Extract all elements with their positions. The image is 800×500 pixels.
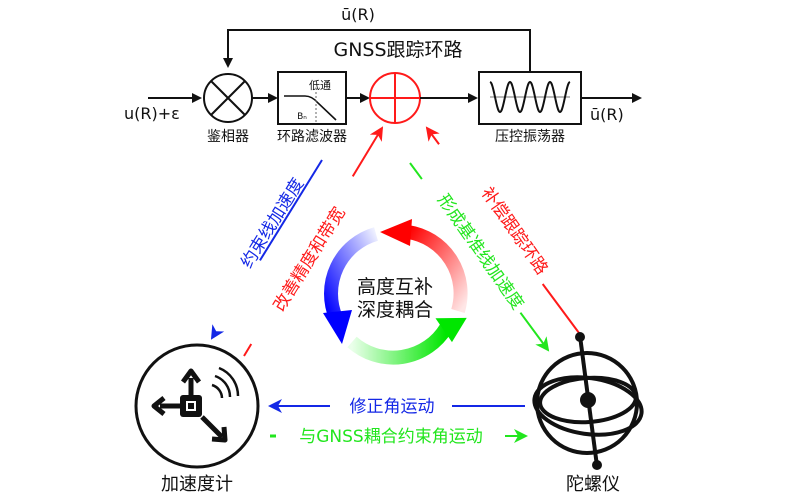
red-cycle-arc [406,225,468,313]
center-label-line2: 深度耦合 [357,299,433,321]
phase-detector-label: 鉴相器 [207,129,249,145]
loop-filter-label: 环路滤波器 [277,129,347,145]
gyroscope: 陀螺仪 [532,332,644,495]
bottom-links: 修正角运动 与GNSS耦合约束角运动 [268,397,528,447]
vco: 压控振荡器 [478,71,582,145]
gyroscope-label: 陀螺仪 [566,474,620,495]
input-label: u(R)+ε [124,104,180,123]
red-link-left [243,126,384,357]
accelerometer: 加速度计 [134,343,260,495]
green-link-right [409,162,550,352]
accelerometer-icon [151,366,240,443]
sine-wave-icon [489,80,571,114]
bandwidth-label: Bₙ [297,112,307,122]
loop-filter: 低通 Bₙ 环路滤波器 [277,71,347,145]
loop-title: GNSS跟踪环路 [333,39,462,61]
blue-cycle-arrowhead [323,310,352,344]
green-cycle-arc [347,324,452,365]
phase-detector: 鉴相器 [203,73,253,145]
blue-link-left [210,159,323,340]
vco-label: 压控振荡器 [495,129,565,145]
summing-junction [369,72,421,124]
red-link-right [425,126,583,338]
red-cycle-arrowhead [380,219,412,246]
feedback-label: ū(R) [341,5,375,24]
lowpass-curve-icon [284,95,337,121]
gnss-tracking-loop: ū(R) GNSS跟踪环路 u(R)+ε 鉴相器 低通 Bₙ 环路滤波器 [124,5,642,145]
link-label-constrain-linear-accel: 约束线加速度 [237,175,308,272]
link-label-correct-angular: 修正角运动 [350,397,435,417]
center-cycle: 高度互补 深度耦合 [323,219,468,365]
accelerometer-label: 加速度计 [161,474,233,495]
feedback-path [223,29,531,72]
output-label: ū(R) [590,105,624,124]
center-label-line1: 高度互补 [357,276,433,298]
blue-cycle-arc [324,227,379,321]
gyroscope-icon [532,332,644,470]
lowpass-label: 低通 [309,79,331,92]
link-label-gnss-coupled-angular: 与GNSS耦合约束角运动 [299,427,482,447]
green-cycle-arrowhead [435,317,467,343]
